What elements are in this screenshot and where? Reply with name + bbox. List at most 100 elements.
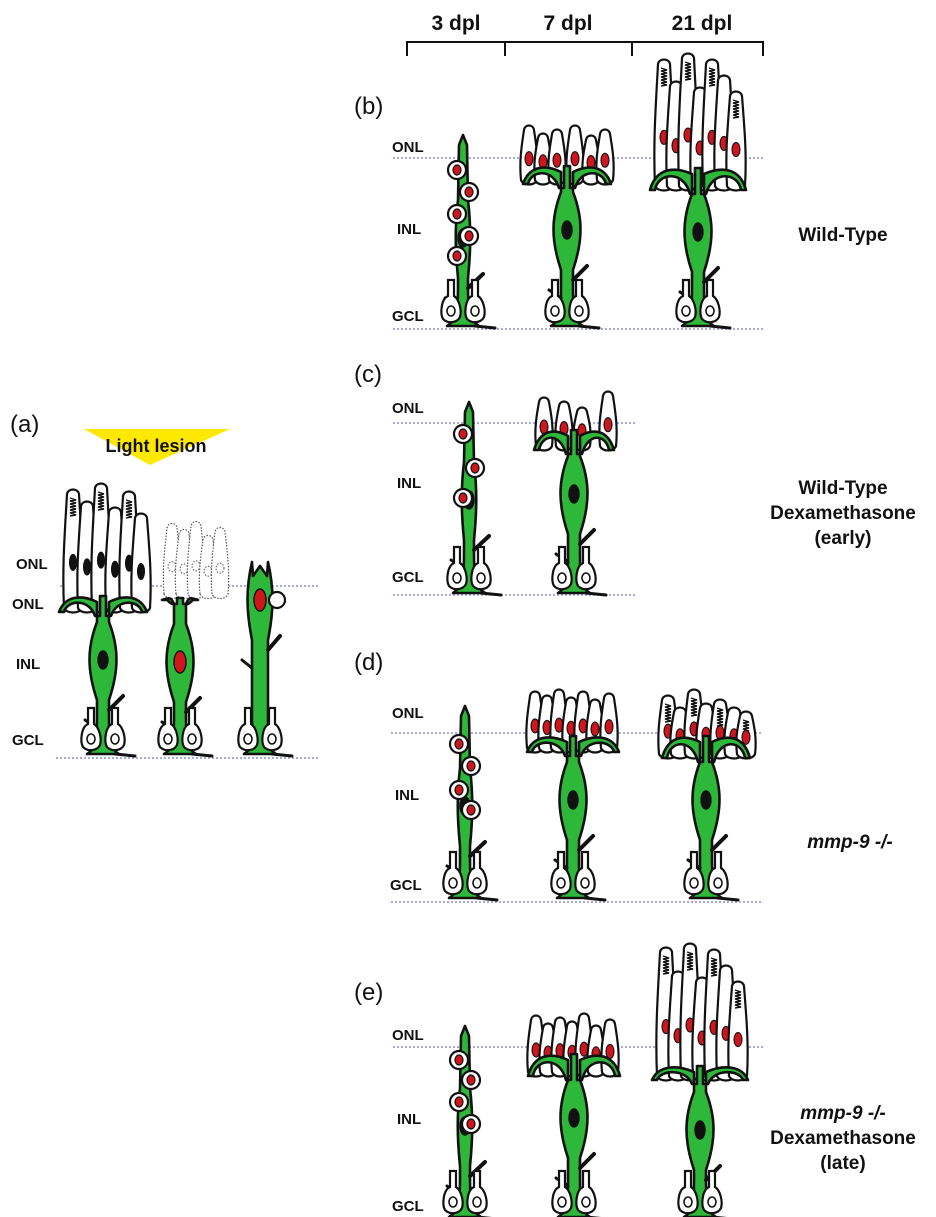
ganglion-cell-nucleus <box>268 734 276 744</box>
column-7dpl <box>520 126 613 329</box>
photoreceptor-progenitor-nucleus <box>606 1044 614 1058</box>
light-lesion-label: Light lesion <box>106 436 207 456</box>
photoreceptor-progenitor-nucleus <box>742 730 750 744</box>
layer-label-onl-top: ONL <box>16 556 48 573</box>
condition-label-e-2: Dexamethasone <box>770 1128 916 1149</box>
panel-c: (c) ONL INL GCL Wild-Type Dexamethasone … <box>354 361 916 595</box>
photoreceptor-nucleus <box>138 564 145 580</box>
glial-process <box>712 836 726 850</box>
layer-label-gcl: GCL <box>392 308 424 325</box>
column-21dpl <box>652 944 748 1217</box>
glia-nucleus <box>693 223 703 241</box>
ganglion-cell-nucleus <box>449 878 457 888</box>
glia-nucleus <box>695 1121 705 1139</box>
glial-endfoot <box>718 898 738 900</box>
ganglion-cell-nucleus <box>449 1197 457 1207</box>
photoreceptor-progenitor-nucleus <box>734 1033 742 1047</box>
glial-process <box>580 530 594 544</box>
progenitor-nucleus <box>453 209 461 219</box>
progenitor-nucleus <box>455 739 463 749</box>
layer-label-inl: INL <box>397 475 421 492</box>
ganglion-cell-nucleus <box>558 573 566 583</box>
ganglion-cell-nucleus <box>164 734 172 744</box>
photoreceptor-progenitor-nucleus <box>525 152 533 166</box>
condition-label-b: Wild-Type <box>798 225 887 246</box>
ganglion-cell-nucleus <box>244 734 252 744</box>
progenitor-nucleus <box>455 1055 463 1065</box>
column-3dpl <box>443 706 497 900</box>
condition-label-c-3: (early) <box>814 528 871 549</box>
column-3dpl <box>443 1026 497 1217</box>
progenitor-nucleus <box>455 785 463 795</box>
photoreceptor-nucleus <box>112 561 119 577</box>
degenerating-photoreceptor <box>211 528 228 599</box>
layer-label-gcl: GCL <box>12 732 44 749</box>
ganglion-cell-nucleus <box>714 878 722 888</box>
column-7dpl <box>534 392 617 596</box>
glia-nucleus <box>569 1109 579 1127</box>
layer-label-onl: ONL <box>12 596 44 613</box>
photoreceptor-progenitor-nucleus <box>571 152 579 166</box>
layer-label-inl: INL <box>395 787 419 804</box>
muller-glia <box>527 736 619 898</box>
ganglion-cell-nucleus <box>682 306 690 316</box>
progenitor-nucleus <box>467 805 475 815</box>
glial-process <box>242 660 252 668</box>
ganglion-cell-nucleus <box>477 573 485 583</box>
layer-label-gcl: GCL <box>392 569 424 586</box>
photoreceptor-progenitor-nucleus <box>591 722 599 736</box>
glial-process <box>268 636 280 650</box>
condition-label-e-1: mmp-9 -/- <box>800 1103 886 1124</box>
progenitor-nucleus <box>455 1097 463 1107</box>
photoreceptor-progenitor-nucleus <box>732 143 740 157</box>
progenitor-nucleus <box>467 761 475 771</box>
progenitor-nucleus <box>459 429 467 439</box>
glial-process <box>580 1154 594 1168</box>
muller-glia <box>528 1054 620 1217</box>
glia-nucleus <box>98 651 108 669</box>
panel-label-d: (d) <box>354 649 383 676</box>
glial-endfoot <box>586 593 606 595</box>
ganglion-cell-nucleus <box>684 1197 692 1207</box>
reentry-glia-column <box>238 562 292 756</box>
ganglion-cell-nucleus <box>582 573 590 583</box>
glial-endfoot <box>192 754 212 756</box>
layer-label-inl: INL <box>16 656 40 673</box>
panel-a: (a) Light lesion ONL ONL INL GCL <box>10 411 318 758</box>
photoreceptor-progenitor-nucleus <box>605 720 613 734</box>
ganglion-cell-nucleus <box>471 306 479 316</box>
ganglion-cell-nucleus <box>581 878 589 888</box>
photoreceptor-progenitor-nucleus <box>604 418 612 432</box>
damaged-retina-column <box>158 522 228 757</box>
layer-label-inl: INL <box>397 1111 421 1128</box>
timepoint-bracket <box>407 42 763 56</box>
panel-label-e: (e) <box>354 979 383 1006</box>
column-3dpl <box>441 135 495 328</box>
progenitor-nucleus <box>465 187 473 197</box>
ganglion-cell-nucleus <box>551 306 559 316</box>
ganglion-cell-nucleus <box>473 1197 481 1207</box>
glial-endfoot <box>272 754 292 756</box>
glial-endfoot <box>579 326 599 328</box>
glial-endfoot <box>585 898 605 900</box>
layer-label-onl: ONL <box>392 705 424 722</box>
progenitor-nucleus <box>465 231 473 241</box>
panel-b: (b) ONL INL GCL Wild-Type <box>354 54 888 330</box>
timepoint-header: 3 dpl 7 dpl 21 dpl <box>407 12 763 56</box>
layer-label-gcl: GCL <box>390 877 422 894</box>
glial-endfoot <box>115 754 135 756</box>
progenitor-nucleus <box>453 165 461 175</box>
ganglion-cell-nucleus <box>188 734 196 744</box>
photoreceptor-nucleus <box>70 554 77 570</box>
column-7dpl <box>527 1014 620 1217</box>
muller-glia <box>662 736 750 898</box>
condition-label-c-2: Dexamethasone <box>770 503 916 524</box>
muller-glia <box>652 1066 748 1217</box>
glia-nucleus <box>568 791 578 809</box>
progenitor-nucleus <box>174 651 186 673</box>
layer-label-onl: ONL <box>392 400 424 417</box>
ganglion-cell-nucleus <box>453 573 461 583</box>
condition-label-c-1: Wild-Type <box>798 478 887 499</box>
condition-label-d: mmp-9 -/- <box>807 832 893 853</box>
ganglion-cell-nucleus <box>111 734 119 744</box>
